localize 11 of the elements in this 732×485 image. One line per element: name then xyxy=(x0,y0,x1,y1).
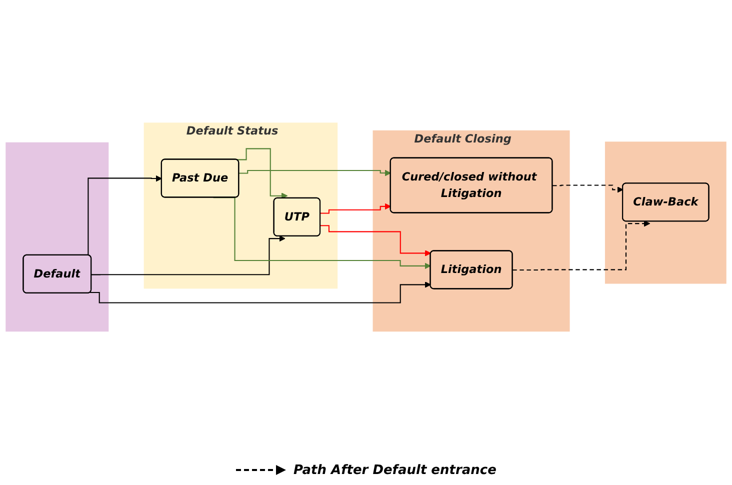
legend-text: Path After Default entrance xyxy=(294,462,496,478)
arrow xyxy=(239,170,392,176)
arrow xyxy=(512,220,650,271)
arrow xyxy=(90,282,432,304)
arrow xyxy=(552,185,624,194)
arrow xyxy=(91,236,286,276)
arrow xyxy=(320,204,392,214)
arrow xyxy=(320,226,432,257)
arrow xyxy=(236,148,288,200)
cluster xyxy=(604,142,726,284)
cluster xyxy=(6,142,109,332)
